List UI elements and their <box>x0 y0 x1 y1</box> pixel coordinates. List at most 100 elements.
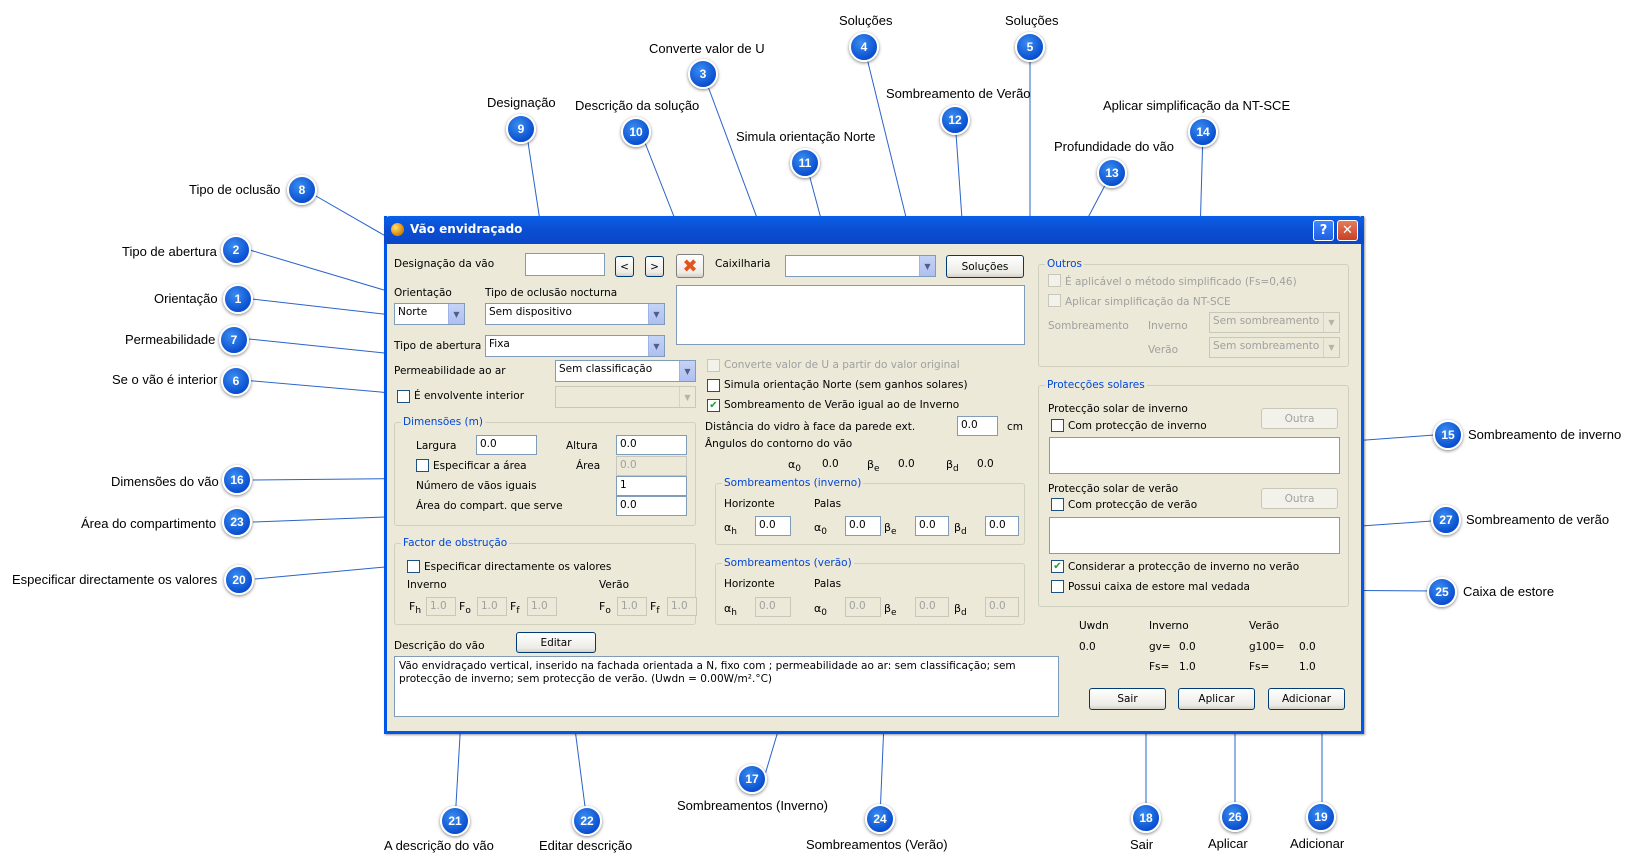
obst-especificar-checkbox[interactable] <box>407 560 420 573</box>
somb-ver-be-input[interactable]: 0.0 <box>915 597 949 617</box>
perm-select[interactable]: Sem classificação▼ <box>555 360 696 382</box>
sair-button[interactable]: Sair <box>1089 688 1166 710</box>
ocl-select[interactable]: Sem dispositivo▼ <box>485 303 665 325</box>
interior-select[interactable]: ▼ <box>555 386 696 408</box>
norte-checkbox[interactable] <box>707 379 720 392</box>
caixilharia-select[interactable]: ▼ <box>785 255 936 277</box>
fo-input[interactable]: 1.0 <box>477 597 507 616</box>
obst-verao-label: Verão <box>599 579 630 591</box>
proteccoes-title: Protecções solares <box>1045 379 1147 391</box>
badge-9: 9 <box>506 114 536 144</box>
chevron-down-icon: ▼ <box>919 256 935 276</box>
somb-ver-ao-input[interactable]: 0.0 <box>845 597 881 617</box>
somb-inv-be-input[interactable]: 0.0 <box>915 516 949 536</box>
designacao-input[interactable] <box>525 253 605 276</box>
abertura-select[interactable]: Fixa▼ <box>485 335 665 357</box>
solucoes-button[interactable]: Soluções <box>946 255 1024 278</box>
callout-label-20: Especificar directamente os valores <box>12 572 218 587</box>
somb-inv-be-symbol: βe <box>884 521 897 538</box>
uwdn-label: Uwdn <box>1079 620 1109 632</box>
estore-checkbox[interactable] <box>1051 580 1064 593</box>
badge-2: 2 <box>221 235 251 265</box>
somb-ver-bd-input[interactable]: 0.0 <box>985 597 1019 617</box>
fo-verao-symbol: Fo <box>599 600 611 617</box>
aplicar-button[interactable]: Aplicar <box>1178 688 1255 710</box>
callout-label-11: Simula orientação Norte <box>736 129 876 144</box>
altura-input[interactable]: 0.0 <box>616 435 687 455</box>
considerar-checkbox[interactable]: ✔ <box>1051 560 1064 573</box>
ff-input[interactable]: 1.0 <box>527 597 557 616</box>
callout-label-19: Adicionar <box>1290 836 1345 851</box>
gv-label: gv= <box>1149 641 1171 653</box>
prev-button[interactable]: < <box>615 256 634 277</box>
outros-title: Outros <box>1045 258 1085 270</box>
especificar-area-checkbox[interactable] <box>416 459 429 472</box>
badge-17: 17 <box>737 764 767 794</box>
badge-23: 23 <box>222 507 252 537</box>
outros-verao-value: Sem sombreamento <box>1213 340 1320 352</box>
callout-label-6: Se o vão é interior <box>112 372 218 387</box>
adicionar-button[interactable]: Adicionar <box>1268 688 1345 710</box>
num-vaos-input[interactable]: 1 <box>616 476 687 496</box>
interior-checkbox[interactable] <box>397 390 410 403</box>
somb-inv-bd-input[interactable]: 0.0 <box>985 516 1019 536</box>
somb-igual-checkbox[interactable]: ✔ <box>707 399 720 412</box>
editar-button[interactable]: Editar <box>516 632 596 653</box>
callout-label-25: Caixa de estore <box>1463 584 1555 599</box>
badge-27: 27 <box>1431 505 1461 535</box>
area-compart-input[interactable]: 0.0 <box>616 496 687 516</box>
area-label: Área <box>576 460 601 472</box>
outra-inverno-button[interactable]: Outra <box>1261 408 1338 429</box>
badge-26: 26 <box>1220 802 1250 832</box>
badge-18: 18 <box>1131 803 1161 833</box>
ff-verao-input[interactable]: 1.0 <box>667 597 697 616</box>
callout-label-14: Aplicar simplificação da NT-SCE <box>1103 98 1291 113</box>
com-prot-verao-checkbox[interactable] <box>1051 498 1064 511</box>
delete-button[interactable]: ✖ <box>676 254 704 278</box>
callout-label-23: Área do compartimento <box>81 516 217 531</box>
uwdn-value: 0.0 <box>1079 641 1096 653</box>
callout-label-17: Sombreamentos (Inverno) <box>677 798 829 813</box>
badge-5: 5 <box>1015 32 1045 62</box>
perm-label: Permeabilidade ao ar <box>394 365 506 377</box>
outros-verao-select[interactable]: Sem sombreamento▼ <box>1209 337 1340 358</box>
close-button[interactable]: ✕ <box>1337 220 1358 241</box>
somb-inv-ah-input[interactable]: 0.0 <box>755 516 791 536</box>
area-input[interactable]: 0.0 <box>616 456 687 476</box>
badge-10: 10 <box>621 117 651 147</box>
converte-checkbox[interactable] <box>707 359 720 372</box>
somb-verao-title: Sombreamentos (verão) <box>722 557 854 569</box>
outra-verao-button[interactable]: Outra <box>1261 488 1338 509</box>
alpha0-value: 0.0 <box>822 458 839 470</box>
especificar-area-label: Especificar a área <box>433 460 527 472</box>
help-button[interactable]: ? <box>1313 220 1334 241</box>
fo-verao-input[interactable]: 1.0 <box>617 597 647 616</box>
simplificado-checkbox[interactable] <box>1048 274 1061 287</box>
somb-inv-ao-input[interactable]: 0.0 <box>845 516 881 536</box>
somb-inverno-title: Sombreamentos (inverno) <box>722 477 864 489</box>
badge-19: 19 <box>1306 802 1336 832</box>
badge-6: 6 <box>221 366 251 396</box>
badge-20: 20 <box>224 565 254 595</box>
chevron-down-icon: ▼ <box>679 361 695 381</box>
fs-inverno-value: 1.0 <box>1179 661 1196 673</box>
outros-inverno-select[interactable]: Sem sombreamento▼ <box>1209 312 1340 333</box>
somb-ver-ah-input[interactable]: 0.0 <box>755 597 791 617</box>
dist-input[interactable]: 0.0 <box>957 416 998 436</box>
next-button[interactable]: > <box>645 256 664 277</box>
com-prot-inverno-checkbox[interactable] <box>1051 419 1064 432</box>
badge-4: 4 <box>849 32 879 62</box>
simplificado-label: É aplicável o método simplificado (Fs=0,… <box>1065 276 1297 288</box>
orientacao-select[interactable]: Norte▼ <box>394 303 465 325</box>
callout-label-3: Converte valor de U <box>649 41 765 56</box>
callout-label-13: Profundidade do vão <box>1054 139 1174 154</box>
descricao-textarea[interactable]: Vão envidraçado vertical, inserido na fa… <box>394 656 1059 717</box>
obstrucao-title: Factor de obstrução <box>401 537 510 549</box>
prot-verao-box <box>1049 517 1340 554</box>
converte-label: Converte valor de U a partir do valor or… <box>724 359 960 371</box>
somb-inv-horizonte-label: Horizonte <box>724 498 775 510</box>
largura-input[interactable]: 0.0 <box>476 435 537 455</box>
aplicar-ntsce-checkbox[interactable] <box>1048 294 1061 307</box>
fh-input[interactable]: 1.0 <box>426 597 456 616</box>
badge-15: 15 <box>1433 420 1463 450</box>
